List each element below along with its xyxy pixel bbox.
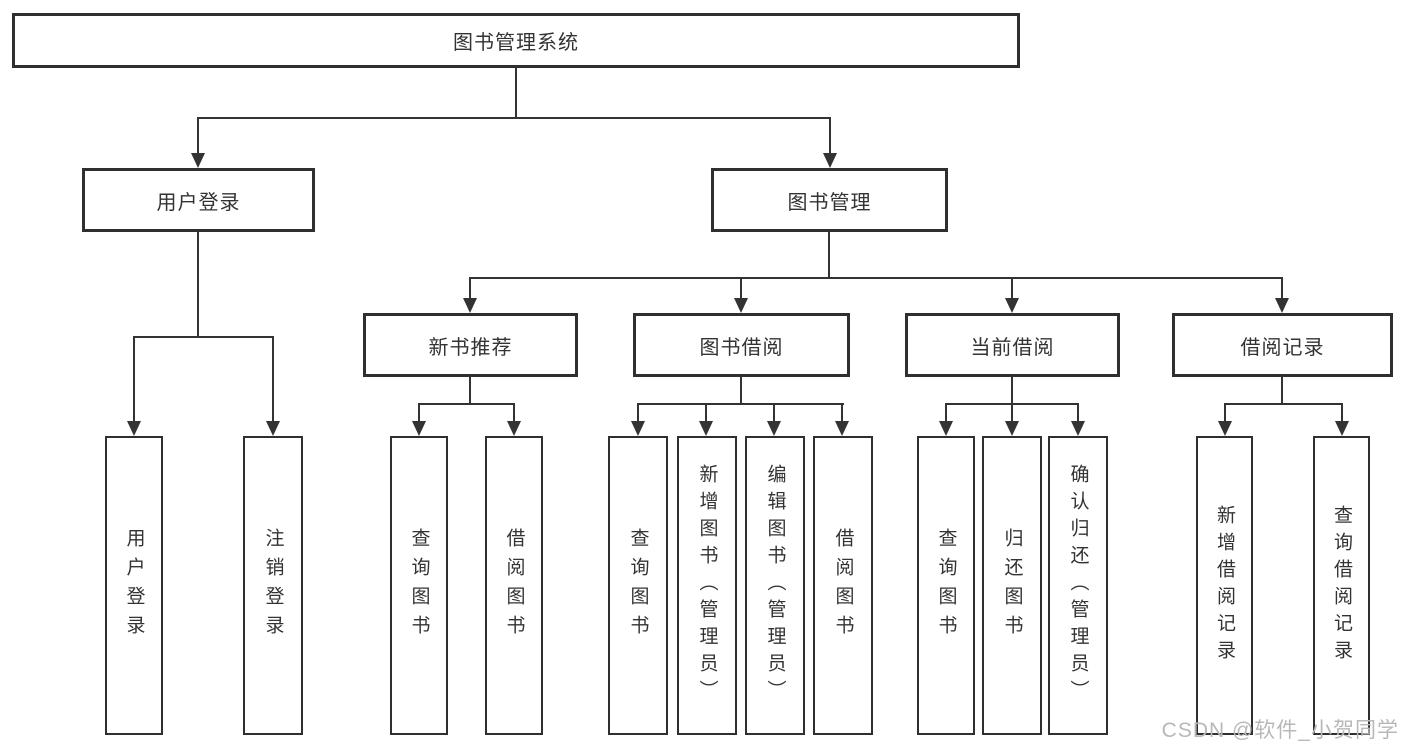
connector-to-new-book [469,278,471,299]
leaf-user-login: 用户登录 [105,436,163,735]
arrowhead-leaf [1005,421,1019,436]
connector-leaf [1077,404,1079,421]
arrowhead-leaf [1218,421,1232,436]
arrowhead-book-mgmt [823,153,837,168]
arrowhead-leaf [412,421,426,436]
connector-book-borrow-drop [740,377,742,405]
arrowhead-leaf [631,421,645,436]
arrowhead-new-book [463,298,477,313]
leaf-confirm-return-admin: 确认归还（管理员） [1048,436,1108,735]
arrowhead-borrow-records [1275,298,1289,313]
connector-new-book-rail [418,403,515,405]
leaf-recommend-query-books: 查询图书 [390,436,448,735]
connector-leaf [418,404,420,421]
arrowhead-leaf [939,421,953,436]
arrowhead-leaf [1071,421,1085,436]
connector-new-book-drop [469,377,471,405]
connector-user-login-rail [133,336,274,338]
connector-leaf [1341,404,1343,421]
connector-leaf [945,404,947,421]
node-new-book-recommend: 新书推荐 [363,313,578,377]
arrowhead-leaf [1335,421,1349,436]
connector-borrow-records-drop [1281,377,1283,405]
watermark: CSDN @软件_小贺同学 [1161,719,1399,742]
leaf-recommend-borrow-books: 借阅图书 [485,436,543,735]
node-book-management: 图书管理 [711,168,948,232]
leaf-current-query-books: 查询图书 [917,436,975,735]
connector-to-login-leaf [133,337,135,421]
arrowhead-leaf [507,421,521,436]
leaf-add-borrow-record: 新增借阅记录 [1196,436,1253,735]
connector-current-borrow-drop [1011,377,1013,405]
connector-leaf [705,404,707,421]
arrowhead-user-login [191,153,205,168]
arrowhead-leaf [835,421,849,436]
arrowhead-book-borrow [734,298,748,313]
leaf-logout: 注销登录 [243,436,303,735]
node-user-login: 用户登录 [82,168,315,232]
leaf-borrowing-query-books: 查询图书 [608,436,668,735]
leaf-borrowing-borrow-books: 借阅图书 [813,436,873,735]
arrowhead-leaf [767,421,781,436]
connector-to-book-borrow [740,278,742,299]
connector-user-login-drop [197,232,199,337]
connector-book-mgmt-drop [828,232,830,278]
connector-to-book-mgmt [829,118,831,154]
leaf-edit-books-admin: 编辑图书（管理员） [745,436,805,735]
leaf-query-borrow-record: 查询借阅记录 [1313,436,1370,735]
connector-to-borrow-records [1281,278,1283,299]
node-book-borrowing: 图书借阅 [633,313,850,377]
arrowhead-login-leaf [127,421,141,436]
connector-to-logout-leaf [272,337,274,421]
connector-leaf [773,404,775,421]
arrowhead-leaf [699,421,713,436]
node-borrowing-records: 借阅记录 [1172,313,1393,377]
arrowhead-current-borrow [1005,298,1019,313]
connector-level2-rail [197,117,831,119]
arrowhead-logout-leaf [266,421,280,436]
leaf-add-books-admin: 新增图书（管理员） [677,436,737,735]
connector-leaf [513,404,515,421]
connector-leaf [841,404,843,421]
connector-to-current-borrow [1011,278,1013,299]
connector-to-user-login [197,118,199,154]
leaf-return-books: 归还图书 [982,436,1042,735]
node-current-borrowing: 当前借阅 [905,313,1120,377]
connector-root-drop [515,68,517,119]
connector-borrow-records-rail [1224,403,1343,405]
node-library-system: 图书管理系统 [12,13,1020,68]
connector-leaf [637,404,639,421]
connector-level3-rail [469,277,1283,279]
connector-book-borrow-rail [637,403,844,405]
connector-leaf [1011,404,1013,421]
connector-leaf [1224,404,1226,421]
